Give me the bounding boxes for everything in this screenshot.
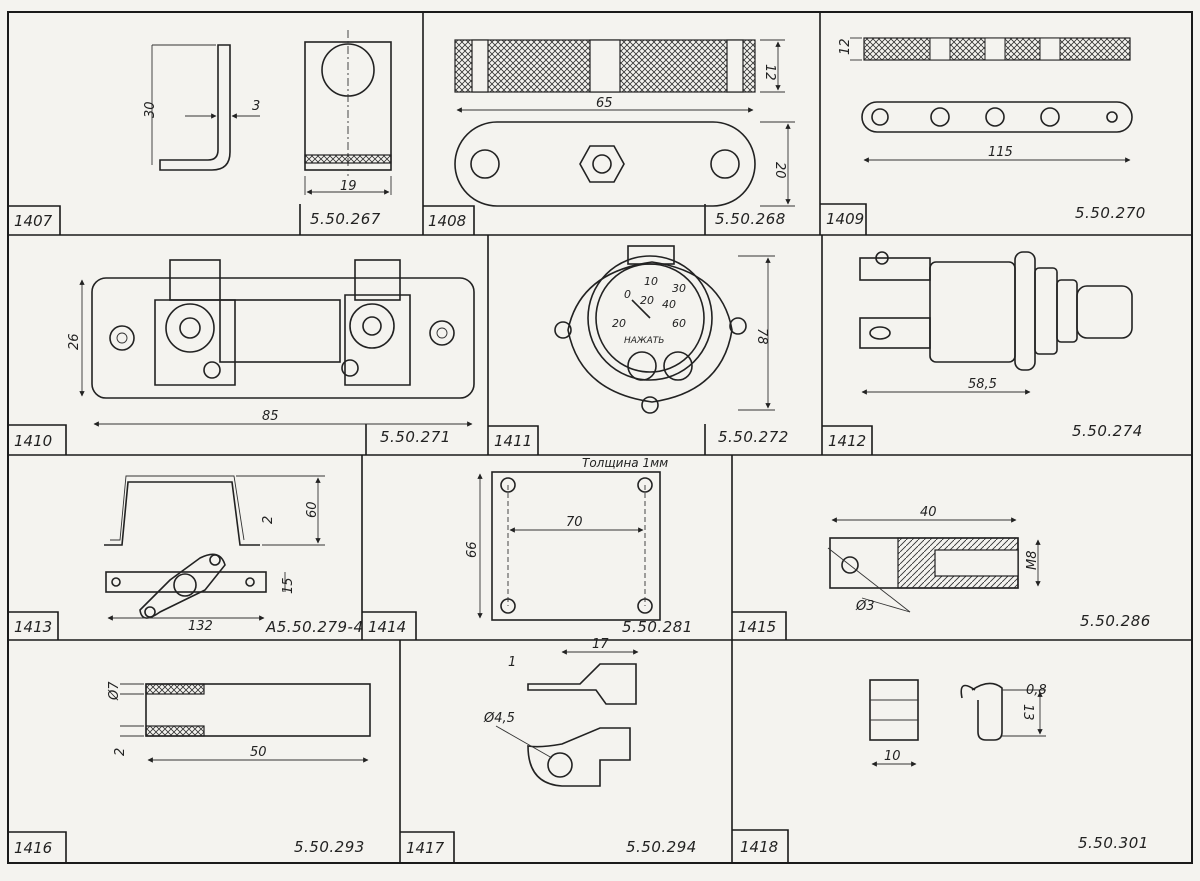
lug-side-view xyxy=(527,663,637,705)
dim-text: 132 xyxy=(188,619,213,634)
part-code: 5.50.272 xyxy=(718,428,789,446)
dim-text: 58,5 xyxy=(968,377,997,392)
clip-block-view xyxy=(869,679,919,741)
gauge-label: 20 xyxy=(640,294,654,307)
spring-clip-view xyxy=(960,682,1003,741)
part-1411: 1411 5.50.272 10 0 20 30 40 20 60 НАЖАТЬ… xyxy=(488,245,789,455)
thickness-note: Толщина 1мм xyxy=(582,456,668,470)
gauge-label: 0 xyxy=(624,288,631,301)
gauge-label: НАЖАТЬ xyxy=(624,336,664,346)
part-code: 5.50.268 xyxy=(715,210,786,228)
strip-plan-view xyxy=(861,101,1133,133)
lug-plan-view xyxy=(527,727,631,787)
dim-text: 19 xyxy=(340,179,357,194)
dim-text: М8 xyxy=(1025,551,1040,571)
dim-text: 30 xyxy=(143,101,158,118)
dim-text: 26 xyxy=(67,333,82,350)
dim-text: 12 xyxy=(838,38,853,55)
gauge-label: 60 xyxy=(672,317,686,330)
part-number: 1417 xyxy=(406,839,445,857)
dim-text: 40 xyxy=(920,505,937,520)
bar-plan-view xyxy=(454,121,756,207)
part-1407: 1407 5.50.267 30 3 19 xyxy=(8,30,392,235)
part-1418: 1418 5.50.301 10 13 0,8 xyxy=(732,679,1149,863)
part-number: 1418 xyxy=(740,838,778,856)
part-number: 1415 xyxy=(738,618,776,636)
l-bracket-side-view xyxy=(159,44,231,171)
dim-text: 115 xyxy=(988,145,1013,160)
part-number: 1413 xyxy=(14,618,52,636)
dim-text: Ø3 xyxy=(855,599,875,614)
bracket-bent-view xyxy=(104,481,260,546)
dim-text: 70 xyxy=(566,515,583,530)
part-number: 1412 xyxy=(828,432,866,450)
part-code: 5.50.293 xyxy=(294,838,365,856)
part-code: 5.50.270 xyxy=(1075,204,1146,222)
dim-text: Ø7 xyxy=(107,681,122,701)
tube-section xyxy=(145,683,371,737)
dim-text: 65 xyxy=(596,96,613,111)
dim-text: 2 xyxy=(113,748,128,756)
gauge-label: 10 xyxy=(644,275,658,288)
part-number: 1409 xyxy=(826,210,864,228)
part-number: 1407 xyxy=(14,212,53,230)
dim-text: 78 xyxy=(754,328,769,345)
part-number: 1408 xyxy=(428,212,466,230)
dim-text: 20 xyxy=(772,162,787,179)
dim-text: 17 xyxy=(592,637,609,652)
part-1410: 1410 5.50.271 26 85 xyxy=(8,259,475,455)
gauge-label: 40 xyxy=(662,298,676,311)
part-1417: 1417 5.50.294 17 1 Ø4,5 xyxy=(400,637,697,863)
part-1415: 1415 5.50.286 40 М8 Ø3 xyxy=(732,505,1151,640)
part-number: 1411 xyxy=(494,432,532,450)
part-code: 5.50.301 xyxy=(1078,834,1149,852)
part-1416: 1416 5.50.293 Ø7 2 50 xyxy=(8,681,371,863)
dim-text: 10 xyxy=(884,749,901,764)
part-1413: 1413 А5.50.279-4 60 2 15 132 xyxy=(8,475,364,640)
dim-text: Ø4,5 xyxy=(483,711,515,726)
grid-frame xyxy=(7,11,1193,864)
part-number: 1416 xyxy=(14,839,52,857)
dim-text: 12 xyxy=(762,64,777,81)
dim-text: 60 xyxy=(305,501,320,518)
dim-text: 50 xyxy=(250,745,267,760)
part-code: 5.50.274 xyxy=(1072,422,1143,440)
part-code: 5.50.281 xyxy=(622,618,693,636)
gauge-label: 30 xyxy=(672,282,686,295)
gauge-housing xyxy=(567,261,733,403)
part-1412: 1412 5.50.274 58,5 xyxy=(822,251,1143,455)
part-1414: 1414 Толщина 1мм 70 66 5.50.281 xyxy=(362,456,693,640)
part-number: 1410 xyxy=(14,432,52,450)
dim-text: 66 xyxy=(465,541,480,558)
base-plate xyxy=(91,277,475,399)
plate-plan-view xyxy=(491,471,661,621)
dim-text: 85 xyxy=(262,409,279,424)
part-code: 5.50.267 xyxy=(310,210,381,228)
dim-text: 3 xyxy=(252,99,260,114)
dim-text: 2 xyxy=(261,516,276,524)
part-1409: 1409 5.50.270 12 115 xyxy=(820,37,1146,235)
part-code: 5.50.286 xyxy=(1080,612,1151,630)
part-code: 5.50.294 xyxy=(626,838,697,856)
part-1408: 1408 5.50.268 12 65 20 xyxy=(423,39,795,235)
bracket-plan-view xyxy=(105,571,267,593)
dim-text: 15 xyxy=(281,577,296,594)
dim-text: 1 xyxy=(508,655,516,670)
part-code: А5.50.279-4 xyxy=(265,618,364,636)
gauge-label: 20 xyxy=(612,317,626,330)
switch-body xyxy=(929,261,1016,363)
part-number: 1414 xyxy=(368,618,406,636)
dim-text: 13 xyxy=(1020,704,1035,721)
part-code: 5.50.271 xyxy=(380,428,451,446)
dim-text: 0,8 xyxy=(1026,683,1047,698)
